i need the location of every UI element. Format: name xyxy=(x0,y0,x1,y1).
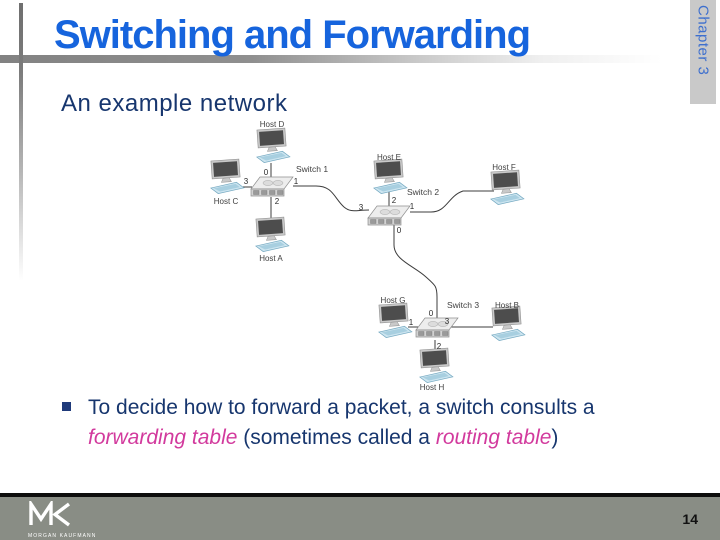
host-c xyxy=(209,158,245,194)
bullet-item: To decide how to forward a packet, a swi… xyxy=(62,393,674,453)
host-g-label: Host G xyxy=(381,296,406,305)
port-label: 3 xyxy=(445,317,450,326)
bullet-text-part: (sometimes called a xyxy=(237,426,436,449)
mk-logo-icon xyxy=(29,498,71,527)
footer-bar: MORGAN KAUFMANN 14 xyxy=(0,497,720,540)
port-label: 1 xyxy=(294,177,299,186)
host-a xyxy=(254,216,290,252)
host-c-label: Host C xyxy=(214,197,239,206)
switch-1-label: Switch 1 xyxy=(296,164,328,174)
port-label: 0 xyxy=(429,309,434,318)
morgan-kaufmann-logo: MORGAN KAUFMANN xyxy=(28,498,98,539)
host-h xyxy=(418,347,454,383)
port-label: 3 xyxy=(244,177,249,186)
page-number: 14 xyxy=(682,511,698,527)
bullet-term: routing table xyxy=(435,426,552,449)
link-switch2-switch3 xyxy=(393,225,438,318)
port-label: 1 xyxy=(410,202,415,211)
port-label: 3 xyxy=(359,203,364,212)
host-d xyxy=(255,127,291,163)
bullet-text-part: ) xyxy=(551,426,559,449)
chapter-tab: Chapter 3 xyxy=(690,0,716,104)
slide-subtitle: An example network xyxy=(61,90,288,117)
port-label: 1 xyxy=(409,318,414,327)
port-label: 2 xyxy=(275,197,280,206)
slide-title: Switching and Forwarding xyxy=(54,13,531,57)
link-switch2-hostf xyxy=(410,190,494,213)
switch-1 xyxy=(250,176,294,197)
switch-3-label: Switch 3 xyxy=(447,300,479,310)
left-accent-line xyxy=(19,3,23,281)
bullet-text: To decide how to forward a packet, a swi… xyxy=(88,393,674,453)
host-e-label: Host E xyxy=(377,153,401,162)
host-a-label: Host A xyxy=(259,254,283,263)
host-b-label: Host B xyxy=(495,301,519,310)
host-g xyxy=(377,302,413,338)
port-label: 0 xyxy=(397,226,402,235)
host-e xyxy=(372,158,408,194)
switch-3 xyxy=(415,317,459,338)
host-f xyxy=(489,169,525,205)
port-label: 2 xyxy=(392,196,397,205)
host-d-label: Host D xyxy=(260,120,285,129)
link-switch1-switch2 xyxy=(293,185,370,212)
port-label: 0 xyxy=(264,168,269,177)
switch-2 xyxy=(367,205,411,226)
title-underline-bar xyxy=(0,55,720,63)
bullet-text-part: To decide how to forward a packet, a swi… xyxy=(88,396,595,419)
footer-divider xyxy=(0,493,720,497)
host-b xyxy=(490,305,526,341)
bullet-marker-icon xyxy=(62,402,71,411)
bullet-term: forwarding table xyxy=(88,426,238,449)
switch-2-label: Switch 2 xyxy=(407,187,439,197)
host-f-label: Host F xyxy=(492,163,516,172)
logo-subtext: MORGAN KAUFMANN xyxy=(28,533,97,539)
chapter-tab-label: Chapter 3 xyxy=(694,5,712,76)
host-h-label: Host H xyxy=(420,383,445,392)
port-label: 2 xyxy=(437,342,442,351)
